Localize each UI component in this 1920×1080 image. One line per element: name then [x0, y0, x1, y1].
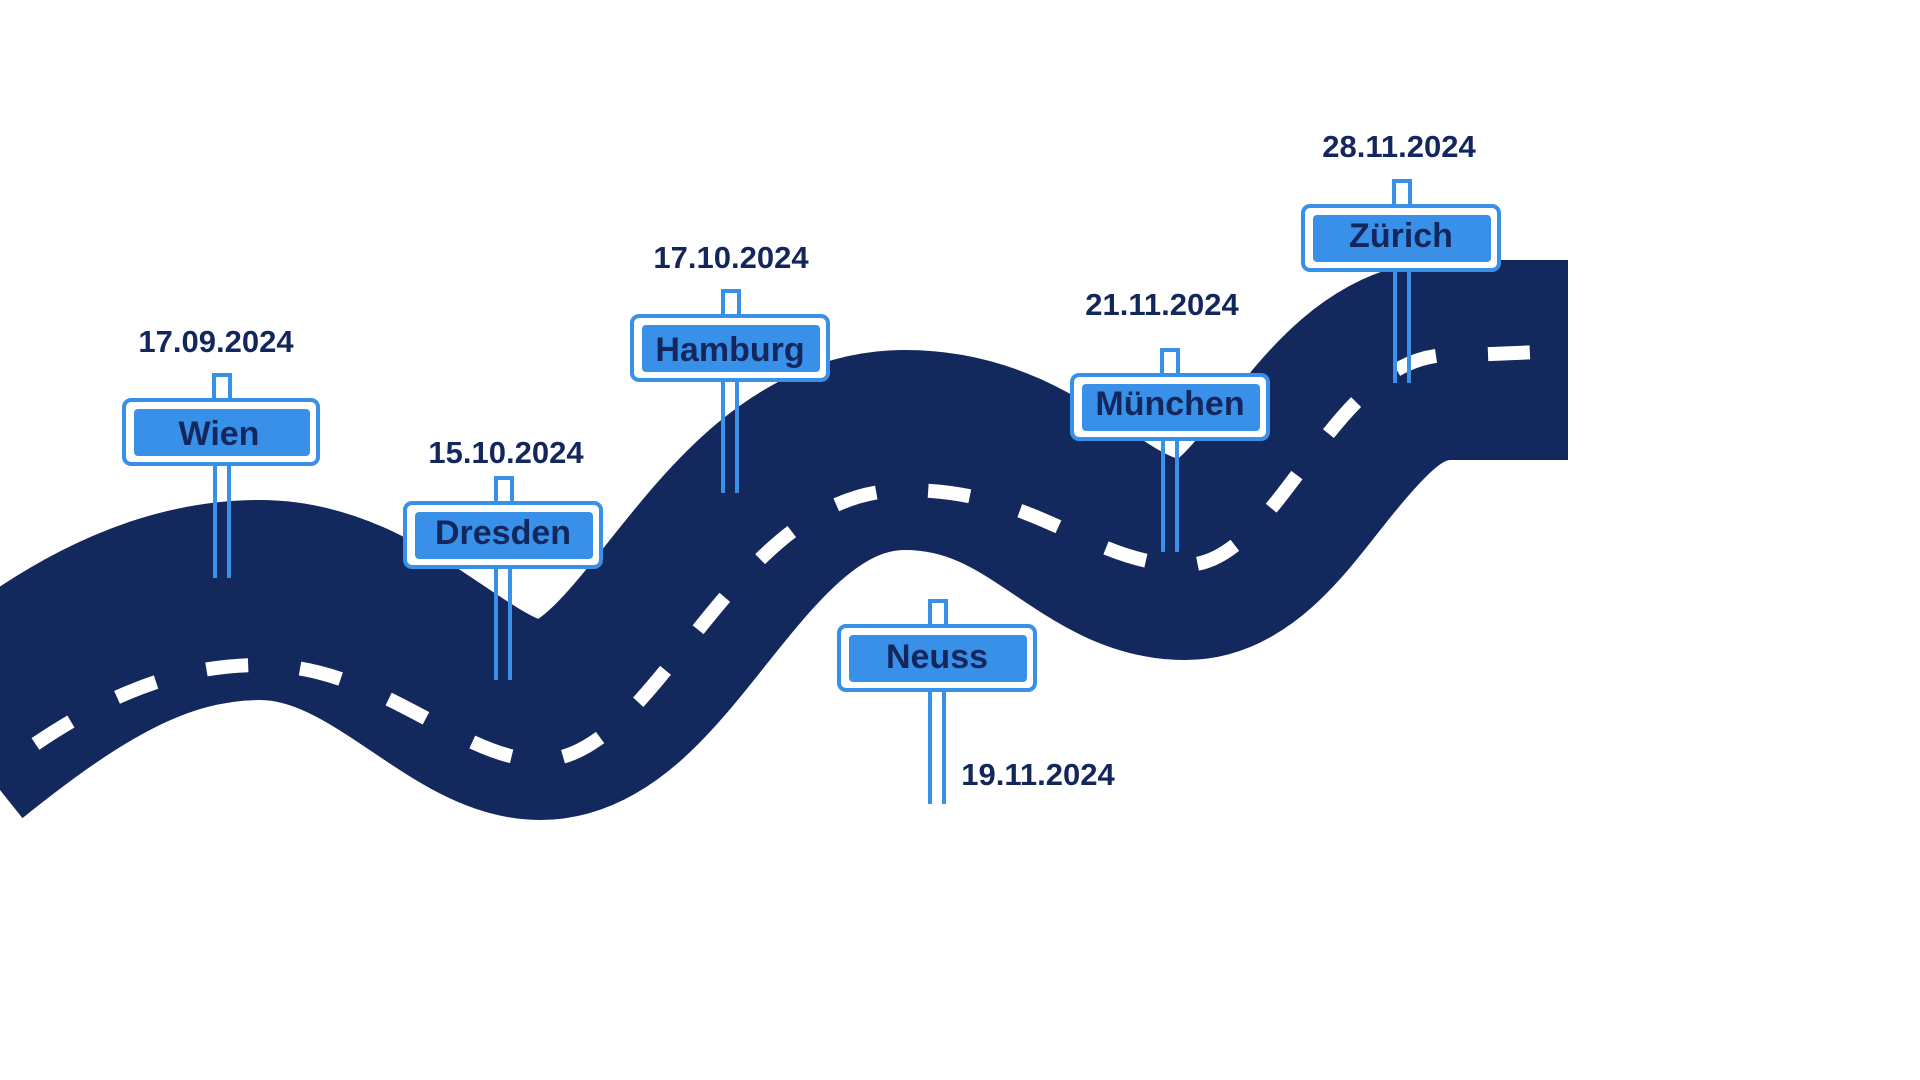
sign-board: [134, 409, 310, 456]
date-label: 17.09.2024: [138, 324, 294, 359]
signpost-pole: [494, 568, 512, 680]
signpost-top: [212, 373, 232, 403]
city-label: Neuss: [886, 638, 988, 676]
signpost-top: [494, 476, 514, 506]
roadmap-diagram: Wien 17.09.2024 Dresden 15.10.2024 Hambu…: [0, 129, 1568, 820]
signpost-top: [1392, 179, 1412, 209]
sign-board: [415, 512, 593, 559]
signpost-top: [1160, 348, 1180, 378]
signpost-pole: [1393, 271, 1411, 383]
road: [0, 259, 1568, 820]
city-label: Dresden: [435, 514, 571, 552]
signpost-pole: [1161, 440, 1179, 552]
date-label: 19.11.2024: [961, 757, 1115, 792]
date-label: 21.11.2024: [1085, 287, 1239, 322]
signpost-pole: [928, 691, 946, 804]
date-label: 28.11.2024: [1322, 129, 1476, 164]
signpost-top: [928, 599, 948, 629]
city-label: Wien: [179, 415, 260, 453]
stop-dresden: Dresden 15.10.2024: [403, 435, 603, 680]
stop-wien: Wien 17.09.2024: [122, 324, 320, 578]
road-surface: [0, 259, 1568, 820]
stop-neuss: Neuss 19.11.2024: [837, 599, 1115, 804]
sign-board: [1313, 215, 1491, 262]
sign-board: [1082, 384, 1260, 431]
signpost-pole: [213, 465, 231, 578]
stop-muenchen: München 21.11.2024: [1070, 287, 1270, 552]
signpost-top: [721, 289, 741, 319]
city-label: Hamburg: [655, 331, 804, 369]
city-label: München: [1095, 385, 1244, 423]
date-label: 15.10.2024: [428, 435, 584, 470]
stop-zuerich: Zürich 28.11.2024: [1301, 129, 1501, 383]
signpost-pole: [721, 381, 739, 493]
city-label: Zürich: [1349, 217, 1453, 255]
sign-board: [642, 325, 820, 372]
date-label: 17.10.2024: [653, 240, 809, 275]
stop-hamburg: Hamburg 17.10.2024: [630, 240, 830, 493]
sign-board: [849, 635, 1027, 682]
